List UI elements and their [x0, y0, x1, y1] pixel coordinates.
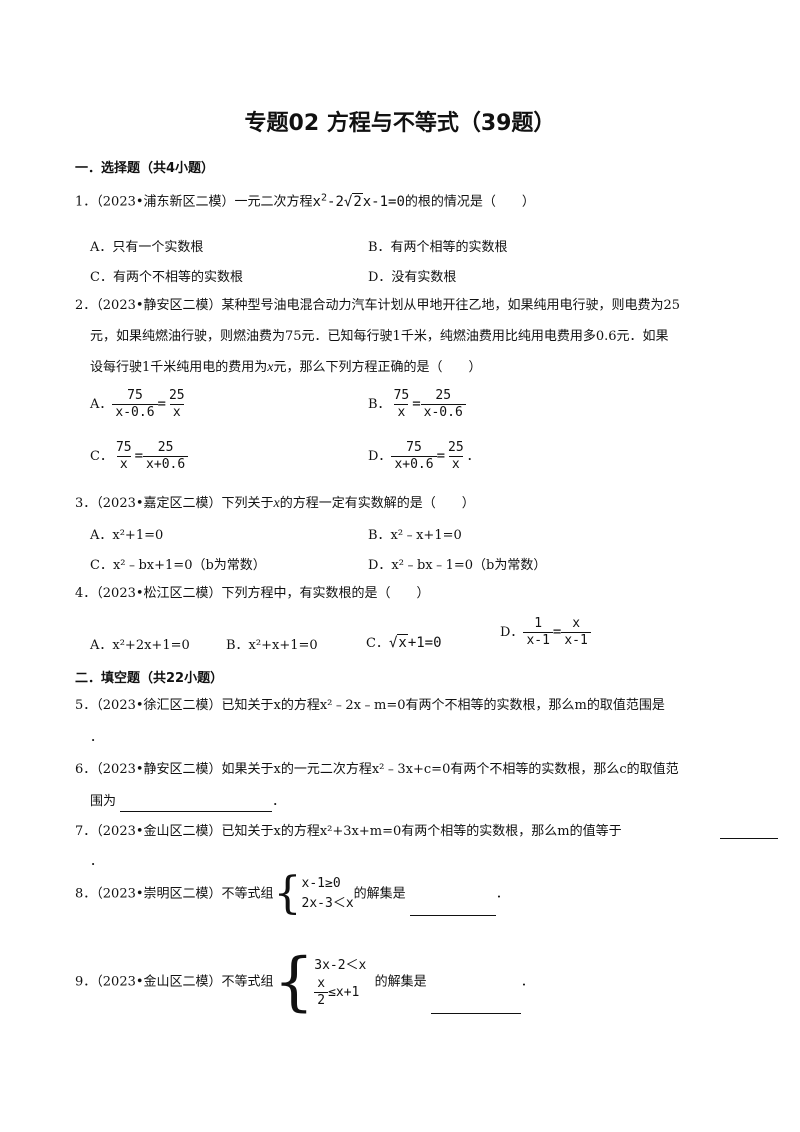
question-3: 3．（2023•嘉定区二模）下列关于x的方程一定有实数解的是（ ）	[75, 496, 475, 511]
sqrt-symbol: √x	[388, 634, 408, 651]
question-7-line-1: 7．（2023•金山区二模）已知关于x的方程x²+3x+m=0有两个相等的实数根…	[75, 824, 622, 839]
question-3-option-c: C．x²﹣bx+1=0（b为常数）	[90, 558, 266, 573]
question-5-line-1: 5．（2023•徐汇区二模）已知关于x的方程x²﹣2x﹣m=0有两个不相等的实数…	[75, 698, 665, 713]
question-1-source: （2023•浦东新区二模）一元二次方程	[96, 194, 313, 210]
sqrt-symbol: √2	[343, 192, 363, 210]
answer-blank[interactable]	[720, 822, 778, 839]
question-3-option-b: B．x²﹣x+1=0	[368, 528, 462, 543]
answer-blank[interactable]	[430, 997, 521, 1014]
question-5-line-2: ．	[90, 730, 104, 745]
question-1-tail: 的根的情况是（ ）	[404, 194, 535, 210]
question-6-line-1: 6．（2023•静安区二模）如果关于x的一元二次方程x²﹣3x+c=0有两个不相…	[75, 762, 679, 777]
section-heading-fill: 二．填空题（共22小题）	[75, 671, 224, 686]
question-1-number: 1．	[75, 194, 97, 210]
question-1-equation: x2-2√2x-1=0	[312, 192, 405, 210]
page-title: 专题02 方程与不等式（39题）	[244, 111, 556, 136]
question-1-option-c: C．有两个不相等的实数根	[90, 270, 243, 285]
question-2-line-1: 2．（2023•静安区二模）某种型号油电混合动力汽车计划从甲地开往乙地，如果纯用…	[75, 298, 681, 313]
section-heading-choice: 一．选择题（共4小题）	[75, 161, 215, 176]
question-2-line-2: 元，如果纯燃油行驶，则燃油费为75元．已知每行驶1千米，纯燃油费用比纯用电费用多…	[90, 329, 669, 344]
question-1-option-a: A．只有一个实数根	[90, 240, 204, 255]
answer-blank[interactable]	[409, 899, 496, 916]
question-3-option-d: D．x²﹣bx﹣1=0（b为常数）	[368, 558, 547, 573]
question-7-line-2: ．	[90, 854, 104, 869]
brace: {	[273, 868, 302, 919]
brace: {	[273, 945, 315, 1019]
question-1-option-d: D．没有实数根	[368, 270, 457, 285]
question-1: 1．（2023•浦东新区二模）一元二次方程x2-2√2x-1=0的根的情况是（ …	[75, 188, 535, 213]
question-4: 4．（2023•松江区二模）下列方程中，有实数根的是（ ）	[75, 586, 430, 601]
question-4-option-c: C．√x+1=0	[366, 634, 442, 651]
question-2-line-3: 设每行驶1千米纯用电的费用为x元，那么下列方程正确的是（ ）	[90, 360, 482, 375]
question-6-line-2: 围为 ．	[90, 792, 285, 812]
answer-blank[interactable]	[120, 795, 273, 812]
question-4-option-b: B．x²+x+1=0	[226, 638, 318, 653]
question-3-option-a: A．x²+1=0	[90, 528, 164, 543]
question-1-option-b: B．有两个相等的实数根	[368, 240, 508, 255]
question-4-option-a: A．x²+2x+1=0	[90, 638, 190, 653]
